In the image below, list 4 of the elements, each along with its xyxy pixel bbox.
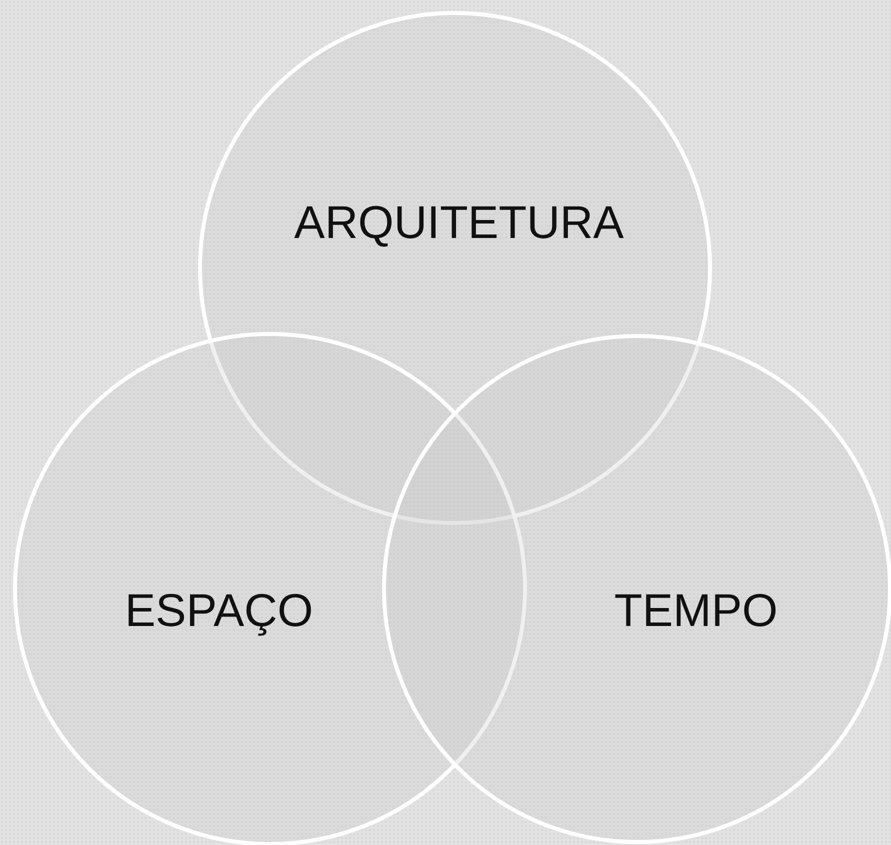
circle-label: ARQUITETURA: [294, 195, 624, 249]
venn-circle: [382, 334, 891, 844]
circle-label: ESPAÇO: [124, 583, 314, 637]
circle-label: TEMPO: [614, 583, 778, 637]
